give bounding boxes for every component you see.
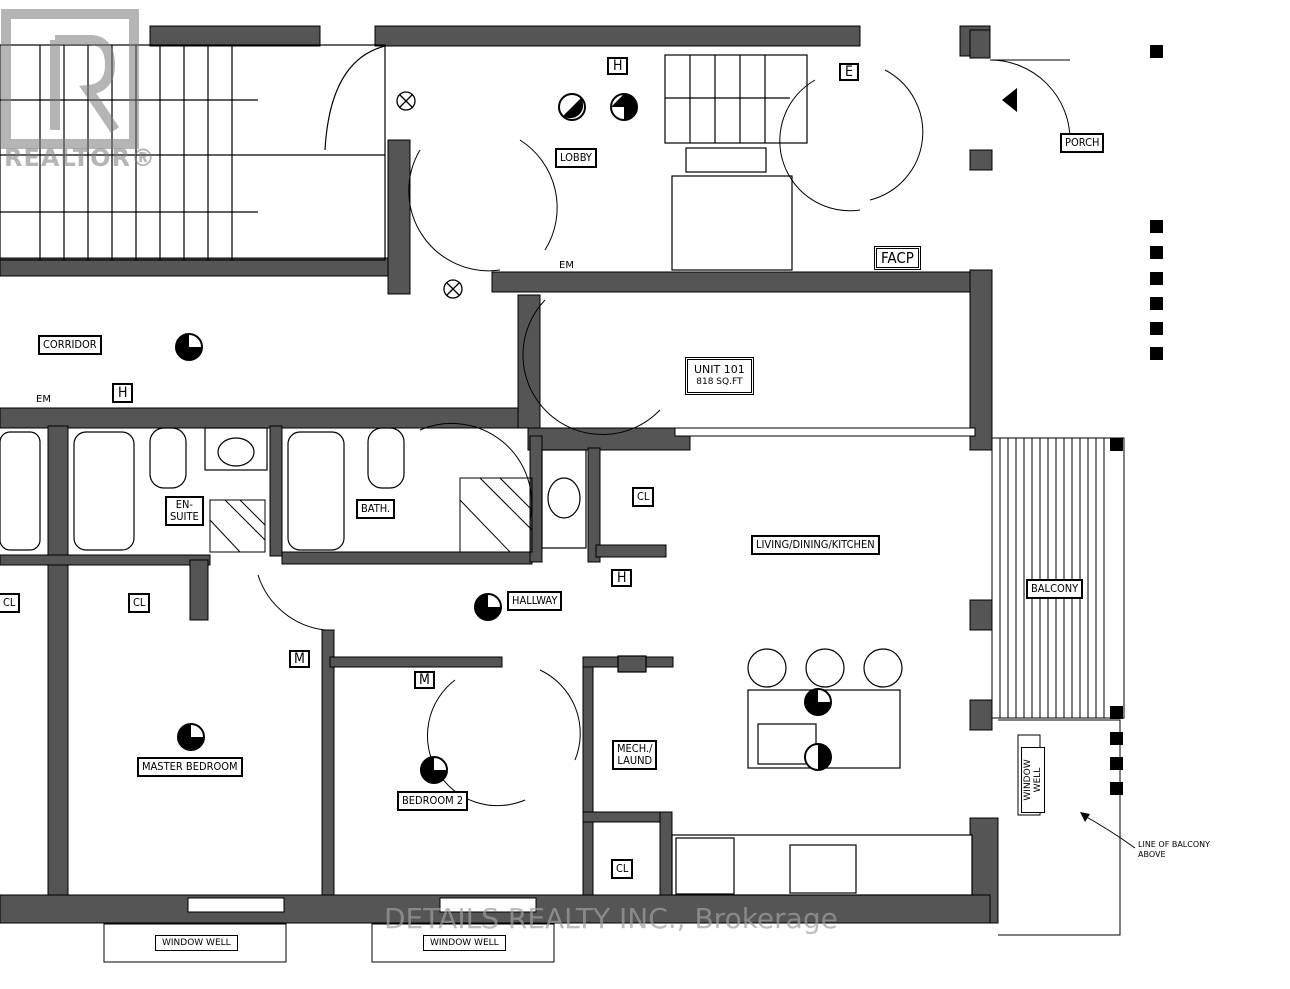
bath-label: BATH. xyxy=(356,499,396,519)
em-label-1: EM xyxy=(36,394,51,405)
closet-label-1: CL xyxy=(632,487,655,507)
living-dining-kitchen-label: LIVING/DINING/KITCHEN xyxy=(751,535,880,555)
mech-laund-label: MECH./ LAUND xyxy=(612,740,658,770)
balcony-deck xyxy=(991,437,1125,936)
closet-label-4: CL xyxy=(611,859,634,879)
stairs-lobby xyxy=(664,54,808,271)
walls xyxy=(0,25,999,924)
mech-line-2: LAUND xyxy=(617,754,653,767)
realtor-watermark: REALTOR® xyxy=(4,144,157,172)
porch-label: PORCH xyxy=(1060,133,1105,153)
mech-line-1: MECH./ xyxy=(617,742,653,755)
balcony-line-note: LINE OF BALCONY ABOVE xyxy=(1138,840,1211,859)
window-well-label-2: WINDOW WELL xyxy=(423,935,506,951)
h-sign-2: H xyxy=(607,57,629,75)
fixtures xyxy=(0,427,973,896)
brokerage-watermark: DETAILS REALTY INC., Brokerage xyxy=(384,902,838,935)
closet-label-3: CL xyxy=(128,593,151,613)
legend-markers xyxy=(1110,45,1163,795)
ensuite-line-1: EN- xyxy=(175,498,193,511)
bedroom-2-label: BEDROOM 2 xyxy=(397,791,469,811)
hallway-label: HALLWAY xyxy=(507,591,563,611)
e-sign: E xyxy=(839,63,859,81)
ceiling-light-symbols xyxy=(175,93,832,784)
em-label-2: EM xyxy=(559,260,574,271)
ensuite-label: EN- SUITE xyxy=(165,496,204,526)
unit-area: 818 SQ.FT xyxy=(696,377,743,387)
h-sign-3: H xyxy=(611,569,633,587)
lobby-label: LOBBY xyxy=(555,148,597,168)
closet-label-2: CL xyxy=(0,593,21,613)
realtor-logo xyxy=(1,9,139,149)
window-well-label-3: WINDOW WELL xyxy=(1021,747,1045,813)
stairs-left xyxy=(0,44,386,261)
ensuite-line-2: SUITE xyxy=(170,510,199,523)
window-wells xyxy=(103,923,555,963)
window-well-label-1: WINDOW WELL xyxy=(155,935,238,951)
corridor-label: CORRIDOR xyxy=(38,335,102,355)
facp-label: FACP xyxy=(874,246,921,270)
unit-label: UNIT 101 818 SQ.FT xyxy=(685,357,754,395)
hatch xyxy=(209,477,533,553)
m-sign-1: M xyxy=(289,650,310,668)
balcony-note-arrow xyxy=(1082,814,1136,849)
unit-name: UNIT 101 xyxy=(694,363,745,376)
master-bedroom-label: MASTER BEDROOM xyxy=(137,757,243,777)
m-sign-2: M xyxy=(414,671,435,689)
h-sign-1: H xyxy=(112,383,134,403)
porch-arrow xyxy=(1002,88,1017,112)
balcony-label: BALCONY xyxy=(1026,579,1084,599)
exhaust-symbols xyxy=(396,91,463,299)
